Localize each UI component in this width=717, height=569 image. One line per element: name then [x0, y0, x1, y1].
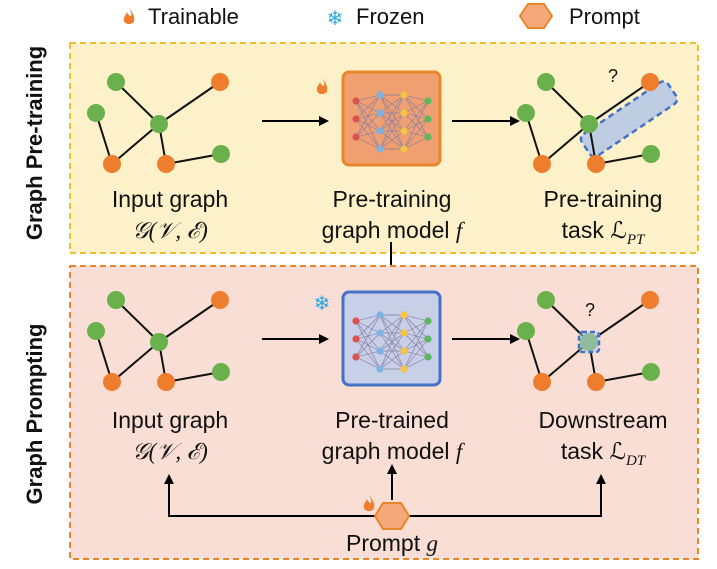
legend-trainable-label: Trainable	[148, 4, 239, 29]
flame-icon	[363, 495, 375, 511]
task-loss-label: task ℒDT	[561, 438, 647, 469]
task-label: Downstream	[538, 407, 667, 433]
model-label-2: graph model f	[322, 438, 466, 464]
legend-prompt-label: Prompt	[569, 4, 640, 29]
pretraining-section: Graph Pre-training ? Input graph 𝒢(𝒱, ℰ)…	[22, 42, 699, 254]
node-highlight	[577, 330, 601, 354]
frozen-model-box	[341, 290, 442, 387]
prompt-connector	[407, 474, 606, 517]
hexagon-icon	[373, 502, 411, 530]
input-graph-label: Input graph	[112, 407, 228, 433]
flame-icon	[316, 78, 328, 94]
trainable-model-box	[341, 70, 442, 167]
flame-icon	[123, 8, 135, 24]
prompting-section: Graph Prompting ❄ ? Input graph 𝒢(𝒱, ℰ) …	[22, 265, 699, 560]
hexagon-icon	[518, 3, 554, 29]
legend-frozen-label: Frozen	[356, 4, 424, 29]
pretraining-task-graph: ?	[516, 66, 679, 174]
pretraining-section-label: Graph Pre-training	[22, 46, 47, 240]
prompting-section-label: Graph Prompting	[22, 324, 47, 505]
snowflake-icon: ❄	[314, 291, 331, 315]
prompt-label: Prompt g	[346, 530, 438, 556]
task-label: Pre-training	[544, 186, 663, 212]
legend: Trainable ❄ Frozen Prompt	[123, 3, 640, 30]
prompt-connector	[164, 474, 377, 517]
model-label: Pre-trained	[335, 407, 449, 433]
link-highlight	[579, 80, 679, 158]
input-graph-formula: 𝒢(𝒱, ℰ)	[132, 439, 208, 464]
input-graph-label: Input graph	[112, 186, 228, 212]
model-label-2: graph model f	[322, 217, 466, 243]
downstream-task-graph: ?	[516, 290, 661, 392]
snowflake-icon: ❄	[327, 6, 344, 30]
task-loss-label: task ℒPT	[562, 217, 646, 248]
input-graph-formula: 𝒢(𝒱, ℰ)	[132, 218, 208, 243]
model-label: Pre-training	[333, 186, 452, 212]
question-mark: ?	[608, 66, 618, 86]
question-mark: ?	[585, 300, 595, 320]
